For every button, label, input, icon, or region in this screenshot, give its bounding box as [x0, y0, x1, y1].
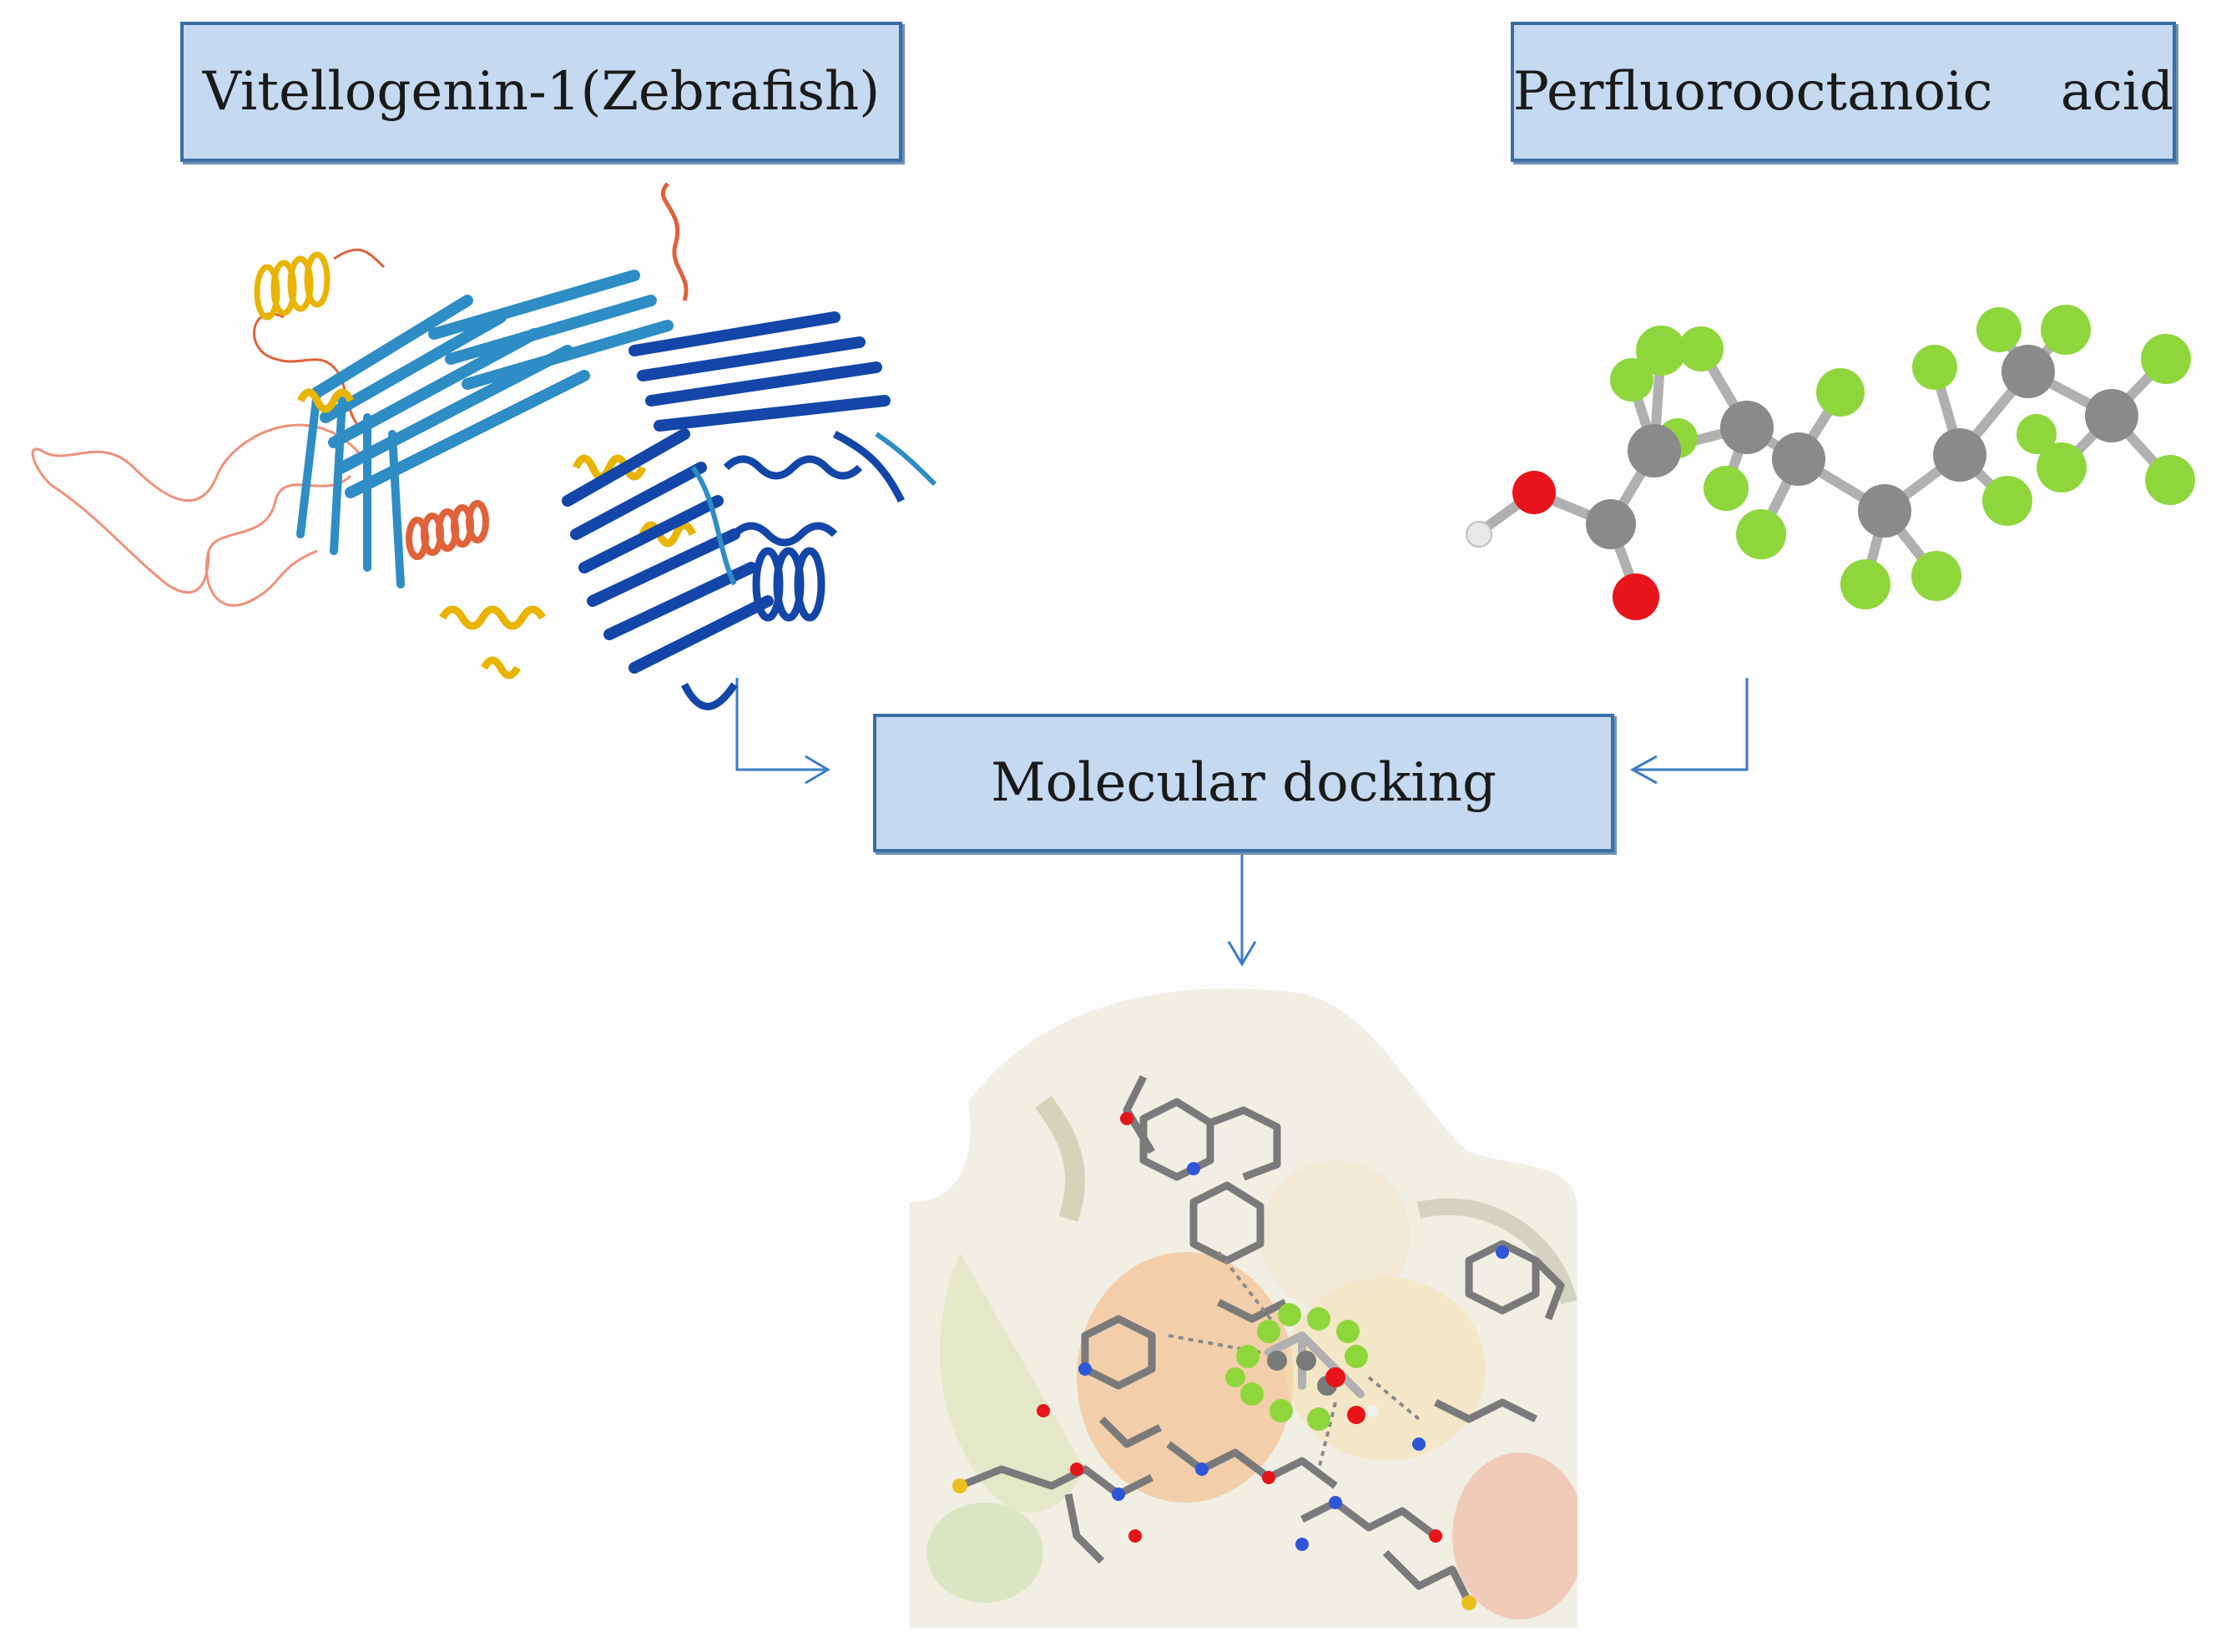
protein-label: Vitellogenin-1(Zebrafish) [202, 61, 881, 123]
docking-label: Molecular docking [991, 752, 1497, 814]
arrow-protein-to-docking [735, 678, 826, 771]
ligand-label: Perfluorooctanoic acid [1512, 61, 2174, 123]
protein-label-box: Vitellogenin-1(Zebrafish) [180, 22, 902, 162]
arrow-ligand-head [1629, 755, 1658, 785]
arrow-protein-head [805, 755, 830, 785]
arrow-ligand-to-docking [1634, 678, 1749, 771]
docking-label-box: Molecular docking [873, 714, 1614, 852]
arrow-result-head [1227, 941, 1257, 967]
ligand-label-box: Perfluorooctanoic acid [1511, 22, 2176, 162]
